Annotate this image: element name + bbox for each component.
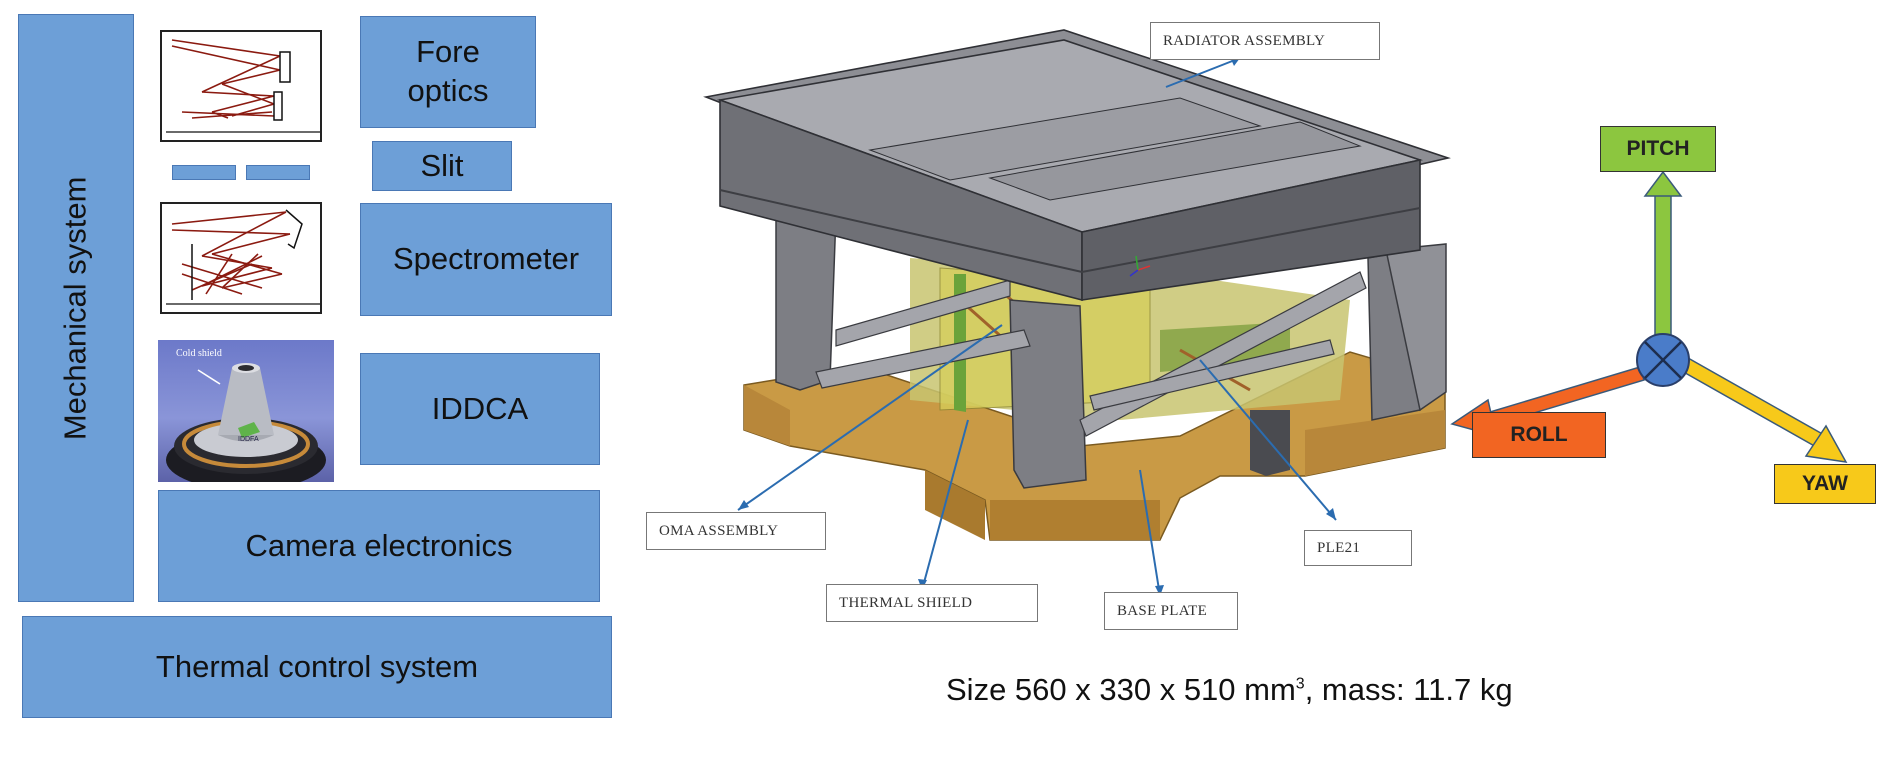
fore-optics-block: Fore optics — [360, 16, 536, 128]
slit-bar-right — [246, 165, 310, 180]
radiator-box-shape — [703, 29, 1451, 302]
yaw-label: YAW — [1774, 464, 1876, 504]
axis-origin-symbol — [1636, 333, 1690, 387]
fore-optics-ray-diagram — [160, 30, 322, 142]
roll-label: ROLL — [1472, 412, 1606, 458]
leader-lines — [737, 57, 1337, 597]
slit-bar-left — [172, 165, 236, 180]
caption-mass: , mass: 11.7 kg — [1304, 672, 1513, 707]
slit-block: Slit — [372, 141, 512, 191]
cold-shield-text: Cold shield — [176, 348, 222, 359]
base-plate-label: BASE PLATE — [1104, 592, 1238, 630]
oma-assembly-label: OMA ASSEMBLY — [646, 512, 826, 550]
pitch-arrow — [1643, 170, 1683, 341]
spectrometer-ray-diagram — [160, 202, 322, 314]
fore-optics-label: Fore optics — [407, 34, 489, 108]
coordinate-triad — [1129, 255, 1151, 277]
size-mass-caption: Size 560 x 330 x 510 mm3, mass: 11.7 kg — [946, 672, 1513, 708]
caption-unit-exponent: 3 — [1295, 675, 1305, 693]
iddca-block: IDDCA — [360, 353, 600, 465]
slit-label: Slit — [420, 147, 464, 183]
radiator-assembly-label: RADIATOR ASSEMBLY — [1150, 22, 1380, 60]
iddca-photo: Cold shield IDDFA — [158, 340, 334, 482]
mechanical-system-block: Mechanical system — [18, 14, 134, 602]
yaw-arrow — [1678, 357, 1848, 463]
thermal-control-system-label: Thermal control system — [155, 648, 479, 684]
iddca-label: IDDCA — [431, 390, 529, 426]
spectrometer-label: Spectrometer — [392, 241, 580, 277]
iddca-chip-text: IDDFA — [238, 436, 259, 443]
pitch-label: PITCH — [1600, 126, 1716, 172]
caption-size: Size 560 x 330 x 510 mm — [946, 672, 1296, 707]
support-legs — [775, 211, 1447, 489]
thermal-control-system-block: Thermal control system — [22, 616, 612, 718]
spectrometer-block: Spectrometer — [360, 203, 612, 316]
ple21-label: PLE21 — [1304, 530, 1412, 566]
camera-electronics-block: Camera electronics — [158, 490, 600, 602]
thermal-shield-label: THERMAL SHIELD — [826, 584, 1038, 622]
camera-electronics-label: Camera electronics — [245, 527, 513, 563]
